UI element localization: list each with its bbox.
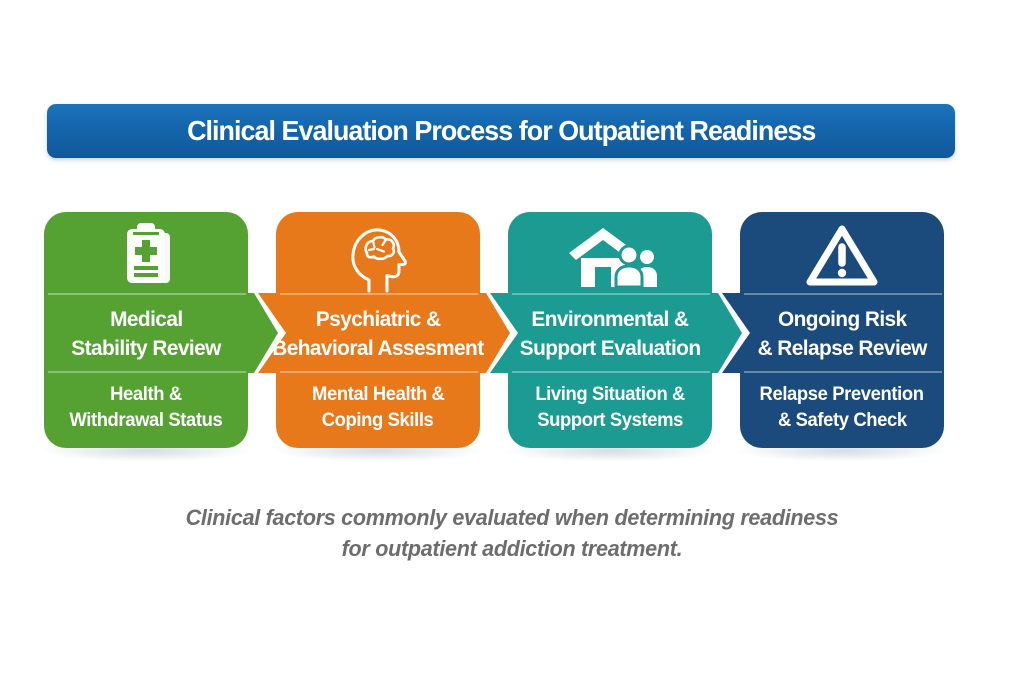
step-subtitle-line: Support Systems xyxy=(537,410,683,431)
step-title-line: Psychiatric & xyxy=(315,306,441,331)
step-medical-stability: Medical Stability Review Health & Withdr… xyxy=(36,212,256,462)
header-banner: Clinical Evaluation Process for Outpatie… xyxy=(47,104,955,158)
step-title-line: Behavioral Assesment xyxy=(272,335,484,360)
page-title: Clinical Evaluation Process for Outpatie… xyxy=(186,115,816,146)
chevron-step-4 xyxy=(722,293,944,373)
step-title-line: Medical xyxy=(109,306,183,331)
house-people-icon xyxy=(569,228,657,289)
step-subtitle: Mental Health & Coping Skills xyxy=(270,382,486,434)
step-subtitle-line: Relapse Prevention xyxy=(759,384,925,405)
step-title: Psychiatric & Behavioral Assesment xyxy=(252,293,504,373)
step-title-line: Stability Review xyxy=(71,335,221,360)
step-title-line: Ongoing Risk xyxy=(777,306,907,331)
step-subtitle-line: Withdrawal Status xyxy=(69,410,223,431)
step-title: Medical Stability Review xyxy=(20,293,272,373)
head-brain-icon xyxy=(351,228,407,293)
step-subtitle-line: Health & xyxy=(110,384,182,405)
step-title-line: & Relapse Review xyxy=(757,335,927,360)
warning-triangle-icon xyxy=(806,225,878,286)
step-subtitle: Living Situation & Support Systems xyxy=(502,382,718,434)
step-title-line: Environmental & xyxy=(531,306,690,331)
icon-area xyxy=(44,218,248,294)
icon-area xyxy=(740,218,944,294)
step-subtitle-line: & Safety Check xyxy=(777,410,907,431)
step-title: Environmental & Support Evaluation xyxy=(484,293,736,373)
caption-line: Clinical factors commonly evaluated when… xyxy=(185,505,839,530)
step-ongoing-risk: Ongoing Risk & Relapse Review Relapse Pr… xyxy=(732,212,952,462)
step-subtitle-line: Mental Health & xyxy=(311,384,445,405)
step-subtitle: Relapse Prevention & Safety Check xyxy=(734,382,950,434)
process-arrow-band xyxy=(44,293,944,373)
icon-area xyxy=(276,218,480,294)
step-psychiatric-behavioral: Psychiatric & Behavioral Assesment Menta… xyxy=(268,212,488,462)
clipboard-medical-icon xyxy=(127,223,170,283)
step-subtitle-line: Living Situation & xyxy=(535,384,685,405)
chevron-step-2 xyxy=(258,293,510,373)
step-subtitle-line: Coping Skills xyxy=(322,410,434,431)
caption-line: for outpatient addiction treatment. xyxy=(341,536,683,561)
step-environmental-support: Environmental & Support Evaluation Livin… xyxy=(500,212,720,462)
caption: Clinical factors commonly evaluated when… xyxy=(0,502,1024,564)
step-title-line: Support Evaluation xyxy=(519,335,701,360)
icon-area xyxy=(508,218,712,294)
step-title: Ongoing Risk & Relapse Review xyxy=(716,293,968,373)
chevron-step-3 xyxy=(490,293,742,373)
chevron-step-1 xyxy=(44,293,278,373)
step-subtitle: Health & Withdrawal Status xyxy=(38,382,254,434)
